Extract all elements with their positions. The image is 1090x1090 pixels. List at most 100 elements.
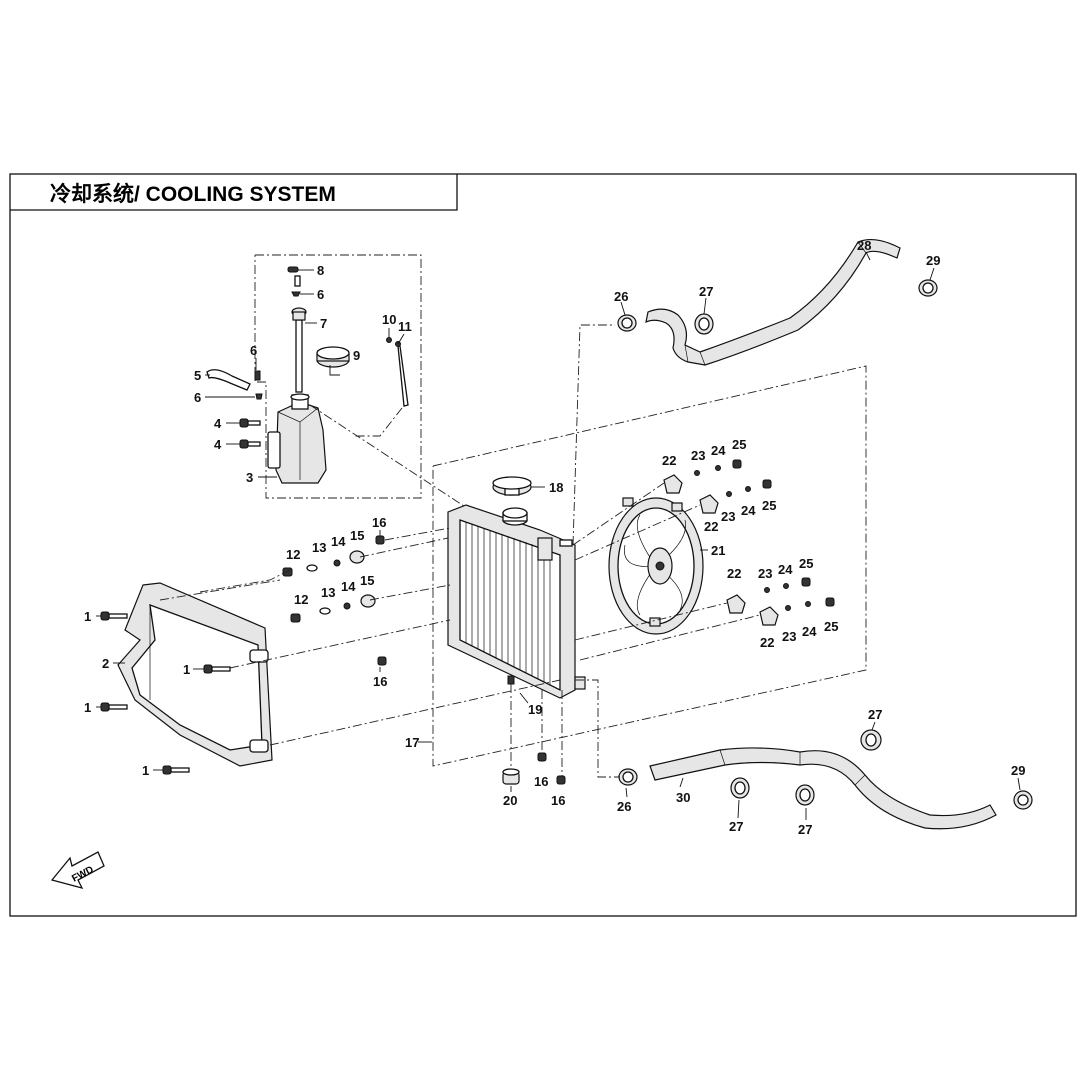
callout-5: 5 <box>194 368 201 383</box>
callout-11: 11 <box>398 319 412 334</box>
callout-16: 16 <box>534 774 548 789</box>
callout-21: 21 <box>711 543 725 558</box>
callout-14: 14 <box>341 579 356 594</box>
fan-hardware-row-c <box>726 577 811 614</box>
callout-16: 16 <box>372 515 386 530</box>
radiator-group-dashed-box <box>432 365 867 767</box>
callout-1: 1 <box>183 662 190 677</box>
hose-clamp-26-lower <box>618 768 638 786</box>
callout-12: 12 <box>294 592 308 607</box>
reservoir-bolt-lower <box>239 439 261 449</box>
shroud-bolt-d <box>162 765 190 775</box>
hose-clamp-27-upper <box>694 313 714 335</box>
lower-radiator-hose <box>649 747 997 830</box>
callout-27: 27 <box>798 822 812 837</box>
callout-24: 24 <box>741 503 756 518</box>
nut-16-d <box>556 775 566 785</box>
cooling-fan <box>608 497 704 635</box>
callout-29: 29 <box>926 253 940 268</box>
callout-25: 25 <box>799 556 813 571</box>
hose-clamp-29-lower <box>1013 790 1033 810</box>
callout-23: 23 <box>758 566 772 581</box>
hose-clamp-27-lower-b <box>795 784 815 806</box>
fan-hardware-row-a <box>663 459 742 494</box>
breather-hose <box>397 345 409 407</box>
reservoir-bolt-upper <box>239 418 261 428</box>
callout-14: 14 <box>331 534 346 549</box>
callout-3: 3 <box>246 470 253 485</box>
callout-29: 29 <box>1011 763 1025 778</box>
callout-28: 28 <box>857 238 871 253</box>
mount-hardware-upper <box>282 535 385 577</box>
callout-6: 6 <box>317 287 324 302</box>
callout-4: 4 <box>214 437 222 452</box>
callout-16: 16 <box>373 674 387 689</box>
callout-25: 25 <box>762 498 776 513</box>
callout-7: 7 <box>320 316 327 331</box>
callout-25: 25 <box>732 437 746 452</box>
callout-26: 26 <box>614 289 628 304</box>
callout-13: 13 <box>321 585 335 600</box>
callout-6: 6 <box>250 343 257 358</box>
callout-18: 18 <box>549 480 563 495</box>
fan-hardware-row-b <box>699 479 772 514</box>
nut-16-c <box>537 752 547 762</box>
callout-labels: 8 6 7 9 10 11 6 5 6 4 4 3 26 27 28 29 22… <box>84 238 1025 837</box>
page-title: 冷却系统/ COOLING SYSTEM <box>50 182 336 206</box>
callout-27: 27 <box>699 284 713 299</box>
radiator-core-fins <box>465 522 551 685</box>
radiator-cap <box>492 476 545 496</box>
fan-hardware-row-d <box>759 597 835 626</box>
leader-lines <box>96 251 1021 820</box>
callout-16: 16 <box>551 793 565 808</box>
callout-17: 17 <box>405 735 419 750</box>
callout-24: 24 <box>711 443 726 458</box>
diagram-frame <box>9 173 1077 917</box>
callout-25: 25 <box>824 619 838 634</box>
callout-30: 30 <box>676 790 690 805</box>
fan-shroud <box>117 582 273 767</box>
callout-8: 8 <box>317 263 324 278</box>
callout-1: 1 <box>84 609 91 624</box>
callout-1: 1 <box>84 700 91 715</box>
shroud-bolt-c <box>100 702 128 712</box>
callout-6: 6 <box>194 390 201 405</box>
title-box <box>10 174 458 211</box>
callout-4: 4 <box>214 416 222 431</box>
callout-24: 24 <box>802 624 817 639</box>
callout-2: 2 <box>102 656 109 671</box>
callout-23: 23 <box>721 509 735 524</box>
reservoir-hose <box>206 369 251 391</box>
callout-24: 24 <box>778 562 793 577</box>
forward-direction-arrow: FWD <box>50 851 105 889</box>
upper-radiator-hose <box>645 238 901 366</box>
callout-1: 1 <box>142 763 149 778</box>
callout-13: 13 <box>312 540 326 555</box>
hose-clamp-29-upper <box>918 279 938 297</box>
callout-15: 15 <box>350 528 364 543</box>
mount-hardware-lower <box>290 594 376 623</box>
callout-23: 23 <box>782 629 796 644</box>
hose-clamp-26-upper <box>617 314 637 332</box>
callout-15: 15 <box>360 573 374 588</box>
callout-22: 22 <box>727 566 741 581</box>
callout-22: 22 <box>704 519 718 534</box>
callout-20: 20 <box>503 793 517 808</box>
callout-12: 12 <box>286 547 300 562</box>
nut-lower <box>377 656 387 666</box>
shroud-bolt-a <box>100 611 128 621</box>
lower-hose-path-line <box>575 679 620 778</box>
reservoir-cap <box>316 346 350 368</box>
callout-27: 27 <box>729 819 743 834</box>
drain-plug <box>502 768 520 785</box>
callout-27: 27 <box>868 707 882 722</box>
hose-clamp-27-lower-c <box>860 729 882 751</box>
callout-10: 10 <box>382 312 396 327</box>
callout-26: 26 <box>617 799 631 814</box>
callout-19: 19 <box>528 702 542 717</box>
coolant-reservoir-group <box>206 254 422 499</box>
dipstick-tube <box>295 319 303 393</box>
hose-clamp-27-lower-a <box>730 777 750 799</box>
callout-23: 23 <box>691 448 705 463</box>
